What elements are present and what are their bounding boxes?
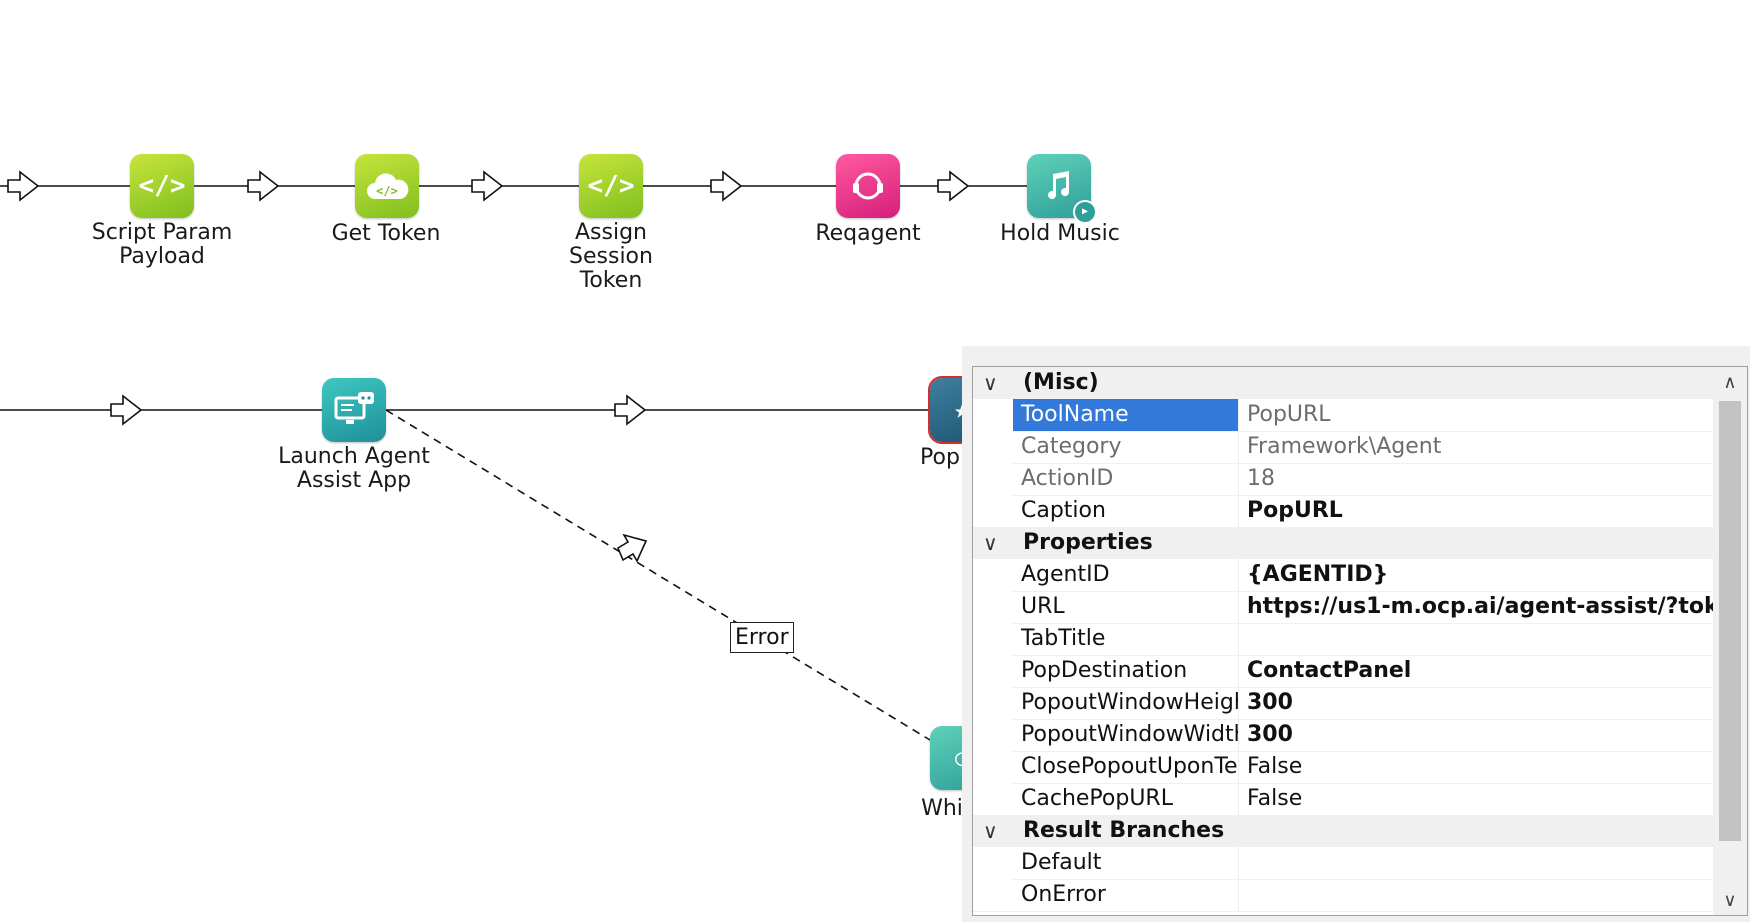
whisper-label: Whi [921, 796, 963, 821]
category-result-branches[interactable]: ∨ Result Branches [973, 815, 1713, 847]
property-row-agentid[interactable]: AgentID {AGENTID} [973, 559, 1713, 592]
property-value[interactable]: PopURL [1247, 498, 1343, 523]
script-param-payload-node[interactable]: </> [130, 154, 194, 218]
property-value[interactable]: {AGENTID} [1247, 562, 1389, 587]
pop-url-label: Pop [920, 445, 960, 470]
arrow-icon [247, 170, 280, 202]
property-row-cachepopurl[interactable]: CachePopURL False [973, 783, 1713, 816]
property-row-caption[interactable]: Caption PopURL [973, 495, 1713, 528]
chevron-down-icon[interactable]: ∨ [983, 533, 998, 555]
property-value: Framework\Agent [1247, 434, 1442, 459]
hold-music-label: Hold Music [1000, 221, 1120, 246]
property-name: URL [1013, 591, 1239, 623]
property-value[interactable]: False [1247, 786, 1303, 811]
top-row-connectors [0, 185, 1027, 741]
property-name: AgentID [1013, 559, 1239, 591]
headset-icon [853, 172, 883, 200]
chevron-down-icon[interactable]: ∨ [983, 373, 998, 395]
property-row-default[interactable]: Default [973, 847, 1713, 880]
property-row-url[interactable]: URL https://us1-m.ocp.ai/agent-assist/?t… [973, 591, 1713, 624]
chevron-down-icon[interactable]: ∨ [983, 821, 998, 843]
property-value[interactable]: 300 [1247, 722, 1293, 747]
property-row-toolname[interactable]: ToolName PopURL [973, 399, 1713, 432]
arrow-icon [614, 394, 647, 426]
property-row-popoutwindowheight[interactable]: PopoutWindowHeight 300 [973, 687, 1713, 720]
arrow-icon [110, 394, 143, 426]
property-name: PopDestination [1013, 655, 1239, 687]
property-name: PopoutWindowHeight [1013, 687, 1239, 719]
property-row-popdestination[interactable]: PopDestination ContactPanel [973, 655, 1713, 688]
music-note-icon [1048, 171, 1070, 200]
property-name: Caption [1013, 495, 1239, 527]
chevron-down-icon[interactable]: ∨ [1723, 890, 1737, 910]
property-row-closepopoutuponterm[interactable]: ClosePopoutUponTerm False [973, 751, 1713, 784]
property-name: Category [1013, 431, 1239, 463]
property-value[interactable]: False [1247, 754, 1303, 779]
property-name: ActionID [1013, 463, 1239, 495]
property-name: PopoutWindowWidth [1013, 719, 1239, 751]
property-value: PopURL [1247, 402, 1331, 427]
arrow-icon [471, 170, 504, 202]
hold-music-node[interactable]: ▶ [1027, 154, 1097, 224]
error-branch-label: Error [730, 622, 794, 653]
property-value[interactable]: ContactPanel [1247, 658, 1412, 683]
vertical-scrollbar[interactable]: ∧ ∨ [1713, 367, 1747, 915]
arrow-icon [937, 170, 970, 202]
code-icon: </> [138, 171, 186, 201]
property-row-category[interactable]: Category Framework\Agent [973, 431, 1713, 464]
property-row-tabtitle[interactable]: TabTitle [973, 623, 1713, 656]
assistant-monitor-icon [334, 392, 374, 424]
svg-text:</>: </> [376, 184, 398, 198]
arrow-heads [7, 170, 970, 563]
property-row-onerror[interactable]: OnError [973, 879, 1713, 912]
get-token-label: Get Token [331, 221, 441, 246]
launch-agent-assist-app-node[interactable] [322, 378, 386, 442]
property-name: ToolName [1013, 399, 1239, 431]
property-value[interactable] [1241, 879, 1713, 911]
chevron-up-icon[interactable]: ∧ [1723, 372, 1737, 392]
scrollbar-thumb[interactable] [1719, 401, 1741, 841]
assign-session-token-node[interactable]: </> [579, 154, 643, 218]
property-grid[interactable]: ∨ (Misc) ToolName PopURL Category Framew… [972, 366, 1748, 916]
property-value[interactable]: https://us1-m.ocp.ai/agent-assist/?token [1247, 594, 1713, 619]
property-value[interactable] [1241, 623, 1713, 655]
category-properties[interactable]: ∨ Properties [973, 527, 1713, 559]
property-value[interactable]: 300 [1247, 690, 1293, 715]
property-name: ClosePopoutUponTerm [1013, 751, 1239, 783]
arrow-icon [7, 170, 40, 202]
property-name: OnError [1013, 879, 1239, 911]
category-misc[interactable]: ∨ (Misc) [973, 367, 1713, 399]
property-row-actionid[interactable]: ActionID 18 [973, 463, 1713, 496]
property-value[interactable] [1241, 847, 1713, 879]
property-name: Default [1013, 847, 1239, 879]
reqagent-node[interactable] [836, 154, 900, 218]
property-name: CachePopURL [1013, 783, 1239, 815]
arrow-icon [710, 170, 743, 202]
property-value: 18 [1247, 466, 1275, 491]
reqagent-label: Reqagent [815, 221, 921, 246]
code-icon: </> [587, 171, 635, 201]
property-panel: ∨ (Misc) ToolName PopURL Category Framew… [962, 346, 1750, 922]
property-row-popoutwindowwidth[interactable]: PopoutWindowWidth 300 [973, 719, 1713, 752]
property-name: TabTitle [1013, 623, 1239, 655]
cloud-code-icon: </> [367, 173, 409, 199]
play-badge-icon: ▶ [1073, 200, 1097, 224]
arrow-icon [616, 533, 648, 563]
get-token-node[interactable]: </> [355, 154, 419, 218]
